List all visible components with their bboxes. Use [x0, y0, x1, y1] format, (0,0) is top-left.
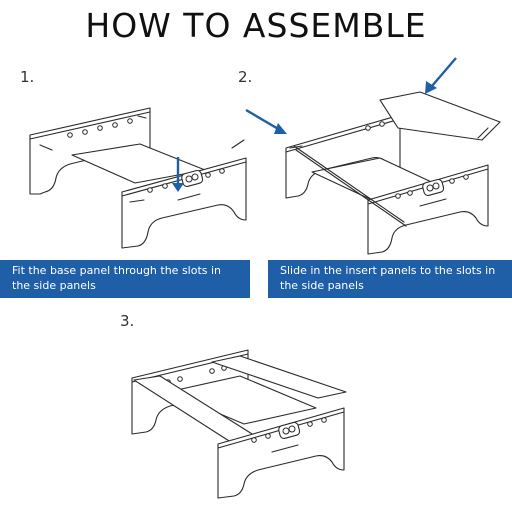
step-2-illustration [245, 57, 501, 255]
step-1-illustration [29, 107, 247, 249]
step-3-illustration [131, 349, 347, 499]
arrow-icon [425, 57, 457, 94]
arrow-icon [172, 157, 184, 192]
page-title: HOW TO ASSEMBLE [85, 6, 427, 45]
front-side-panel [217, 407, 345, 499]
insert-panel [211, 355, 347, 399]
step-3-number: 3. [120, 312, 135, 330]
step-2-caption: Slide in the insert panels to the slots … [268, 260, 512, 298]
insert-panel [379, 91, 501, 141]
step-2-number: 2. [238, 68, 253, 86]
step-1-caption: Fit the base panel through the slots in … [0, 260, 250, 298]
front-side-panel [367, 164, 489, 255]
arrow-icon [245, 108, 287, 134]
front-side-panel [121, 157, 247, 249]
step-1-number: 1. [20, 68, 35, 86]
